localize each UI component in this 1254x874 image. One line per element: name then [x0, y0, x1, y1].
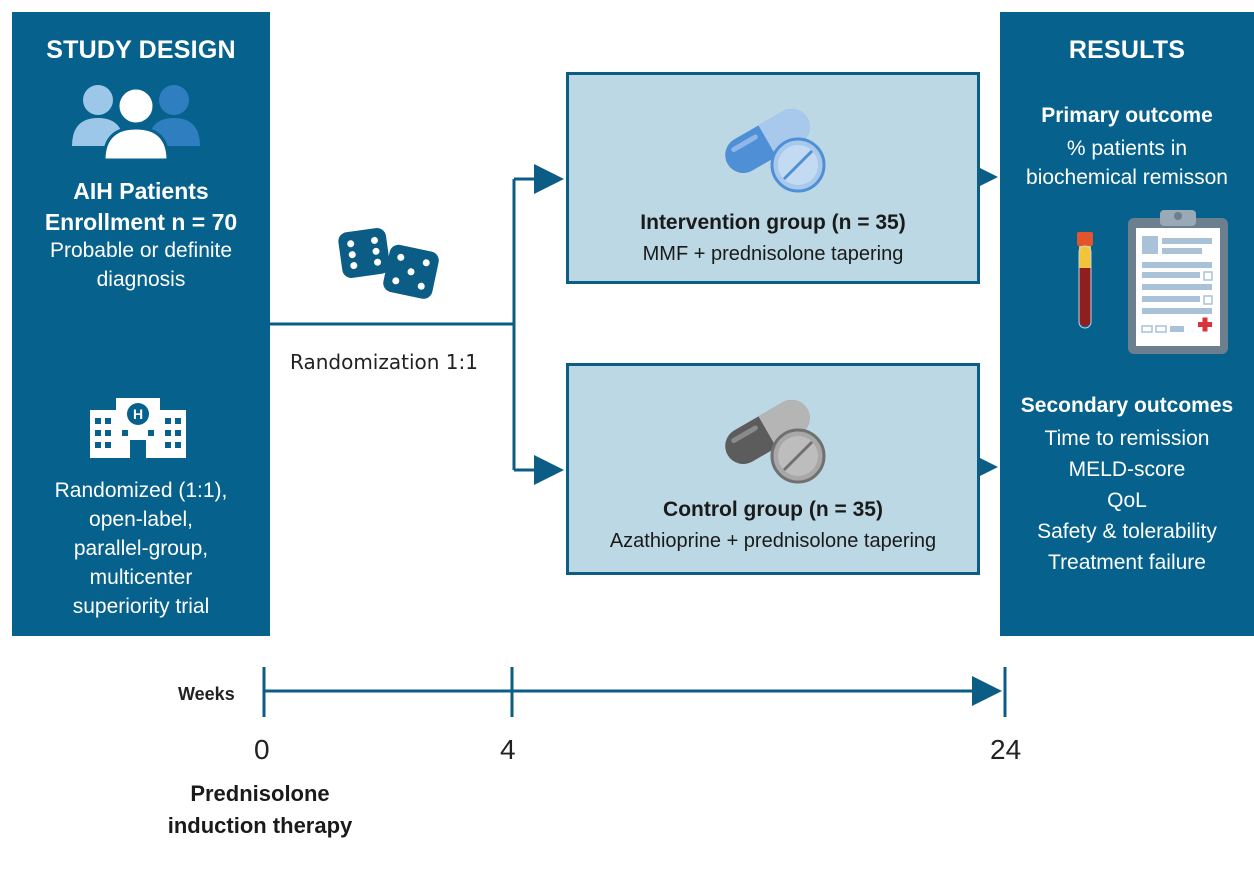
intervention-group-box: Intervention group (n = 35) MMF + predni…: [566, 72, 980, 284]
diagnosis-line: Probable or definite: [49, 239, 233, 262]
intervention-title: Intervention group (n = 35): [640, 211, 906, 234]
secondary-outcome-item: Safety & tolerability: [1037, 520, 1217, 543]
enrollment-label: Enrollment n = 70: [44, 209, 238, 235]
secondary-outcome-item: Time to remission: [1044, 427, 1210, 450]
secondary-outcome-item: QoL: [1107, 489, 1147, 512]
trial-design-line: superiority trial: [72, 595, 210, 618]
secondary-outcome-item: Treatment failure: [1048, 551, 1206, 574]
results-title: RESULTS: [1068, 36, 1186, 64]
trial-design-line: multicenter: [89, 566, 193, 589]
trial-design-line: Randomized (1:1),: [54, 479, 228, 502]
patients-label: AIH Patients: [73, 178, 209, 204]
footer-line: induction therapy: [167, 813, 353, 838]
trial-design-line: parallel-group,: [73, 537, 209, 560]
svg-text:H: H: [133, 406, 143, 422]
tick-label: 4: [500, 734, 516, 765]
tick-label: 0: [254, 734, 270, 765]
secondary-outcomes-heading: Secondary outcomes: [1020, 394, 1234, 417]
dice-icon: [338, 228, 439, 299]
people-icon: [72, 85, 200, 160]
trial-design-line: open-label,: [89, 508, 193, 531]
clipboard-icon: [1128, 210, 1228, 354]
control-title: Control group (n = 35): [663, 498, 883, 521]
randomization-label: Randomization 1:1: [290, 350, 478, 374]
control-group-box: Control group (n = 35) Azathioprine + pr…: [566, 363, 980, 575]
hospital-icon: H: [90, 398, 186, 458]
results-panel: RESULTS Primary outcome % patients in bi…: [1000, 12, 1254, 636]
study-design-title: STUDY DESIGN: [46, 36, 236, 64]
primary-outcome-line: biochemical remisson: [1026, 166, 1228, 189]
blood-tube-icon: [1077, 232, 1093, 329]
control-treatment: Azathioprine + prednisolone tapering: [609, 530, 937, 552]
pill-icon: [725, 400, 826, 484]
timeline-label: Weeks: [178, 684, 235, 704]
pill-icon: [725, 109, 826, 193]
diagnosis-line: diagnosis: [96, 268, 186, 291]
study-design-panel: STUDY DESIGN AIH Patients Enrollment n =…: [12, 12, 270, 636]
tick-label: 24: [990, 734, 1022, 765]
intervention-treatment: MMF + prednisolone tapering: [642, 243, 904, 265]
secondary-outcome-item: MELD-score: [1068, 458, 1186, 481]
primary-outcome-line: % patients in: [1066, 137, 1188, 160]
primary-outcome-heading: Primary outcome: [1041, 104, 1213, 127]
footer-line: Prednisolone: [190, 781, 330, 806]
